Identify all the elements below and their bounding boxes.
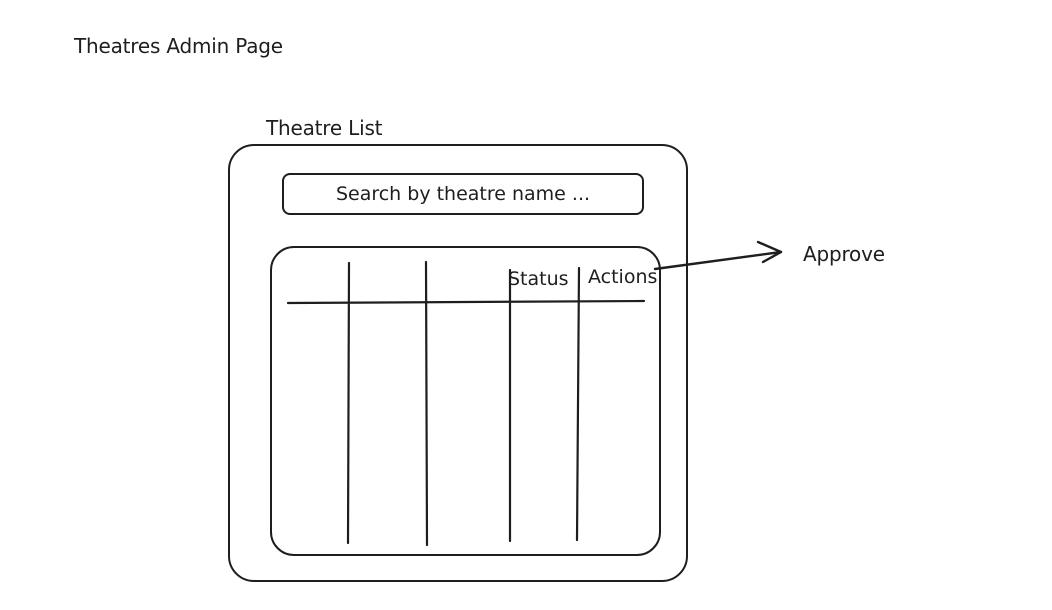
search-placeholder: Search by theatre name ... [335, 183, 591, 205]
column-header-status: Status [508, 268, 569, 290]
approve-arrow-head [756, 240, 783, 264]
theatre-list-panel [228, 144, 688, 582]
theatre-list-title: Theatre List [266, 116, 383, 140]
approve-annotation: Approve [803, 242, 885, 266]
theatre-table [270, 246, 661, 556]
page-title: Theatres Admin Page [74, 34, 283, 58]
search-input[interactable]: Search by theatre name ... [282, 173, 644, 215]
column-header-actions: Actions [588, 266, 658, 288]
